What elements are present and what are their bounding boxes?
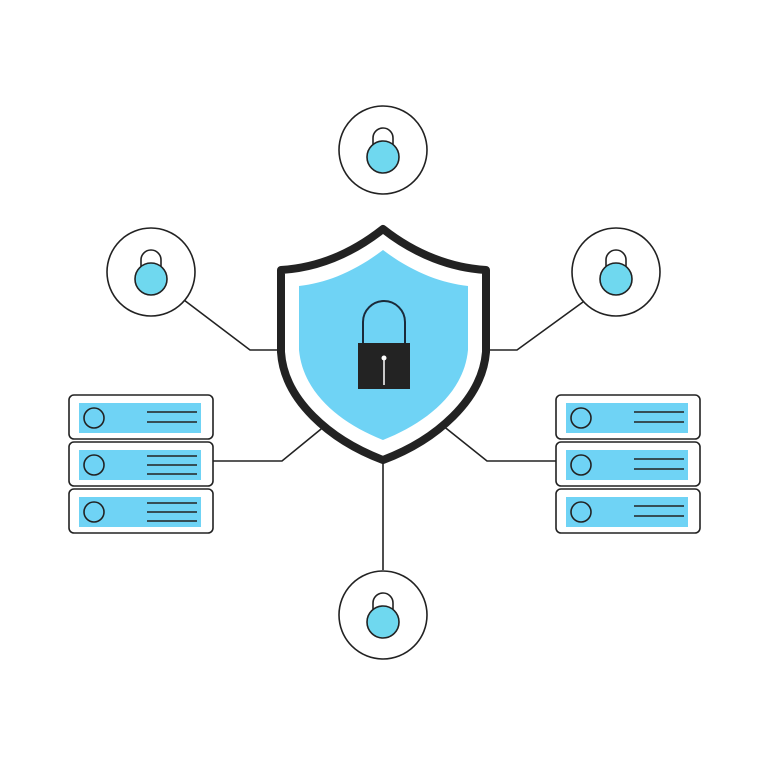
server-unit — [68, 488, 214, 534]
connector-left-lock — [183, 299, 281, 351]
server-status-icon — [83, 454, 105, 476]
shield-icon — [277, 225, 490, 464]
lock-node-left — [106, 227, 196, 317]
padlock-icon — [599, 249, 633, 296]
server-status-icon — [83, 501, 105, 523]
server-unit — [555, 394, 701, 440]
server-unit — [68, 441, 214, 487]
server-unit — [555, 488, 701, 534]
server-stack-icon-right — [555, 394, 701, 534]
connector-left-servers — [213, 424, 327, 462]
server-status-icon — [570, 407, 592, 429]
server-status-icon — [570, 501, 592, 523]
lock-node-right — [571, 227, 661, 317]
padlock-icon — [366, 127, 400, 174]
server-status-icon — [83, 407, 105, 429]
connector-right-servers — [441, 424, 556, 462]
server-unit — [555, 441, 701, 487]
lock-node-top — [338, 105, 428, 195]
server-stack-icon-left — [68, 394, 214, 534]
server-unit — [68, 394, 214, 440]
padlock-icon — [358, 300, 410, 389]
padlock-icon — [134, 249, 168, 296]
connector-right-lock — [487, 301, 584, 351]
server-status-icon — [570, 454, 592, 476]
connectors — [183, 299, 584, 570]
lock-node-bottom — [338, 570, 428, 660]
padlock-icon — [366, 592, 400, 639]
